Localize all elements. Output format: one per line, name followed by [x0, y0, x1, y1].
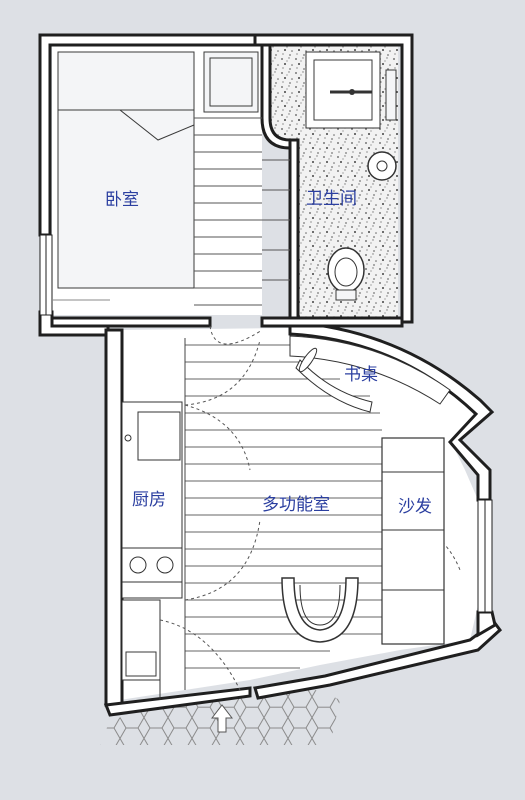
entrance-door	[159, 619, 241, 733]
chair	[281, 577, 359, 643]
toilet	[327, 247, 365, 301]
bedroom-window	[39, 234, 53, 316]
bathroom-label: 卫生间	[306, 189, 357, 209]
kitchen-label: 厨房	[132, 490, 166, 510]
living-window	[477, 499, 493, 613]
shower	[305, 51, 397, 129]
bed	[57, 51, 259, 289]
sink	[367, 151, 397, 181]
desk-label: 书桌	[344, 365, 378, 385]
sofa-label: 沙发	[398, 497, 432, 517]
kitchen-counter	[121, 401, 183, 681]
desk	[289, 335, 451, 413]
multi-room-label: 多功能室	[262, 495, 330, 515]
bedroom-label: 卧室	[105, 190, 139, 210]
walls	[38, 33, 503, 717]
sofa	[381, 437, 445, 645]
bedroom-wood-floor	[194, 117, 290, 306]
